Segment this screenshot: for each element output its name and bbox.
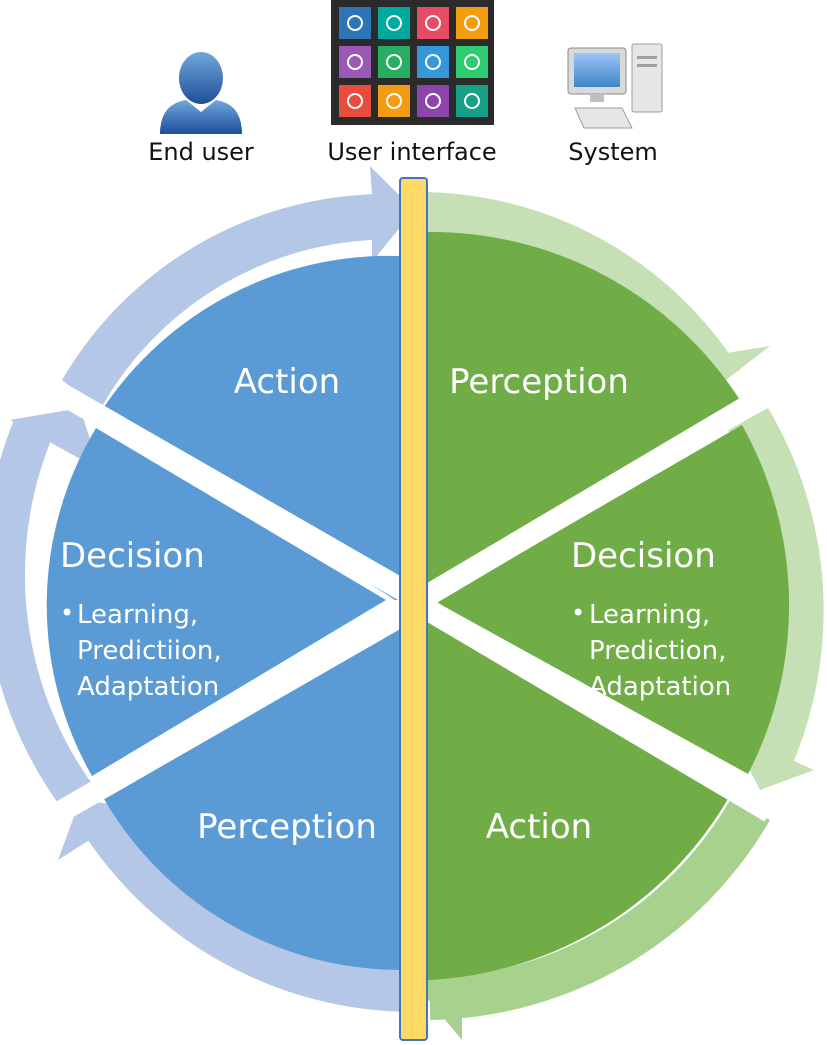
left-decision-label: Decision: [60, 536, 205, 576]
left-perception-label: Perception: [197, 807, 377, 847]
right-half: [428, 231, 790, 980]
user-interface-label: User interface: [327, 138, 497, 166]
right-arrow-mid: [728, 408, 824, 770]
left-decision-bullet: •: [60, 599, 74, 627]
left-half: [46, 255, 400, 970]
end-user-icon: [160, 52, 242, 134]
computer-icon: [567, 43, 663, 129]
app-tile: [378, 7, 410, 39]
right-decision-item-1: Learning,: [589, 600, 710, 630]
right-decision-label: Decision: [571, 536, 716, 576]
app-tile: [417, 7, 449, 39]
right-decision-item-2: Prediction,: [589, 636, 726, 666]
right-decision-item-3: Adaptation: [589, 672, 731, 702]
right-arrow-bottom: [430, 800, 770, 1020]
app-tile-glyph: [347, 93, 363, 109]
separators: [54, 383, 776, 822]
system-label: System: [568, 138, 658, 166]
left-segment-action: [102, 255, 400, 600]
app-tile: [456, 85, 488, 117]
left-arrow-mid-head: [10, 408, 100, 470]
right-perception-label: Perception: [449, 362, 629, 402]
app-tile: [456, 7, 488, 39]
app-tile-glyph: [386, 15, 402, 31]
interface-bar: [399, 177, 428, 1041]
right-segment-action: [428, 614, 732, 980]
app-tile: [378, 46, 410, 78]
app-tile: [339, 46, 371, 78]
app-tile-glyph: [425, 54, 441, 70]
left-segment-decision: [46, 428, 387, 776]
app-tile-glyph: [425, 15, 441, 31]
app-tile-glyph: [386, 93, 402, 109]
right-decision-bullet: •: [571, 599, 585, 627]
app-tile-glyph: [464, 15, 480, 31]
left-decision-item-1: Learning,: [77, 600, 198, 630]
app-tile-glyph: [347, 15, 363, 31]
app-tile-glyph: [464, 93, 480, 109]
app-tile: [339, 7, 371, 39]
app-tile: [417, 46, 449, 78]
right-action-label: Action: [486, 807, 592, 847]
left-decision-item-2: Predictiion,: [77, 636, 222, 666]
left-arrow-mid: [0, 420, 95, 806]
app-tile: [339, 85, 371, 117]
left-segment-perception: [100, 612, 400, 970]
left-decision-item-3: Adaptation: [77, 672, 219, 702]
app-tile-glyph: [464, 54, 480, 70]
right-segment-decision: [436, 425, 790, 774]
app-tile-glyph: [347, 54, 363, 70]
left-action-label: Action: [234, 362, 340, 402]
app-tile-glyph: [386, 54, 402, 70]
right-segment-perception: [428, 231, 740, 601]
left-arrow-top: [62, 166, 414, 410]
app-tile: [456, 46, 488, 78]
app-tile: [417, 85, 449, 117]
end-user-label: End user: [148, 138, 254, 166]
app-grid-icon: [331, 0, 494, 125]
app-tile: [378, 85, 410, 117]
app-tile-glyph: [425, 93, 441, 109]
